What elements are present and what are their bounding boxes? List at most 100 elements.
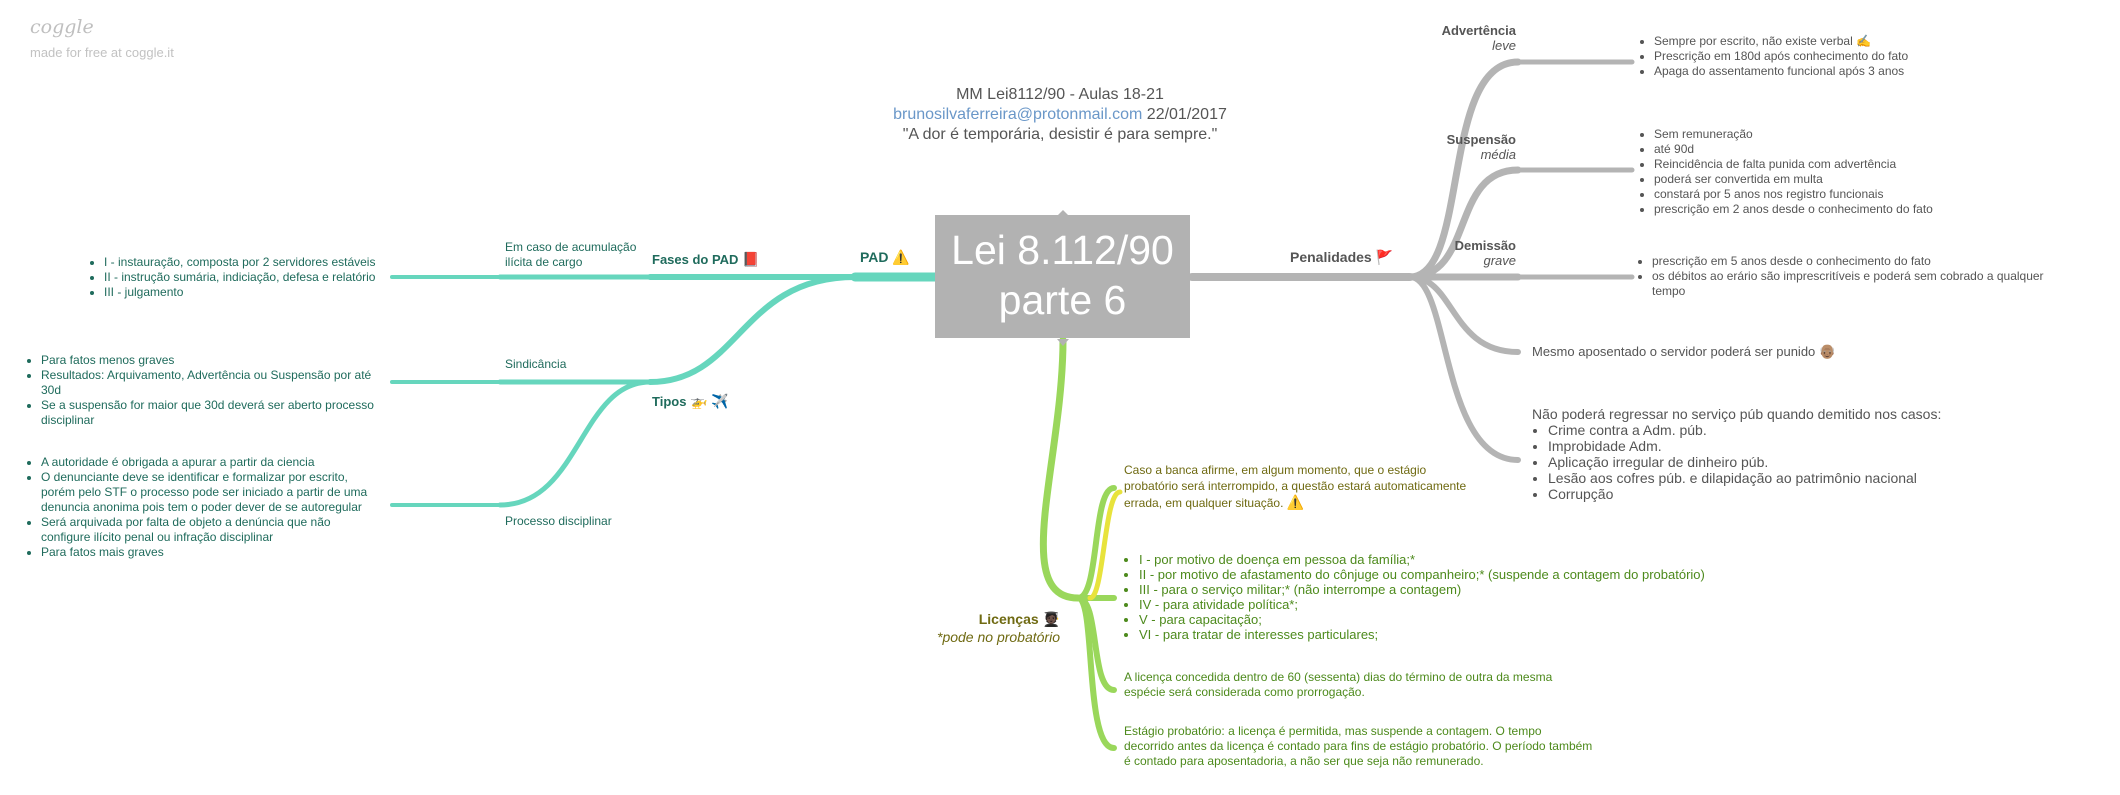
header-email-link[interactable]: brunosilvaferreira@protonmail.com xyxy=(893,106,1143,123)
suspensao-node[interactable]: Suspensão média xyxy=(1420,132,1516,162)
estagio-node[interactable]: Estágio probatório: a licença é permitid… xyxy=(1124,724,1593,768)
list-item: Será arquivada por falta de objeto a den… xyxy=(41,515,382,545)
central-top-arrow xyxy=(1057,210,1069,216)
tipos-label: Tipos xyxy=(652,394,687,409)
advertencia-label: Advertência xyxy=(1441,23,1516,38)
link-pad-tipos xyxy=(647,274,858,385)
processo-node[interactable]: Processo disciplinar xyxy=(505,514,612,528)
list-item: III - para o serviço militar;* (não inte… xyxy=(1139,582,1725,597)
link-tipos-processo xyxy=(497,379,653,508)
regressar-title: Não poderá regressar no serviço púb quan… xyxy=(1532,406,1942,422)
red-flag-icon: 🚩 xyxy=(1375,249,1394,265)
aposentado-node[interactable]: Mesmo aposentado o servidor poderá ser p… xyxy=(1532,343,1837,360)
fases-label: Fases do PAD xyxy=(652,252,739,267)
banca-text: Caso a banca afirme, em algum momento, q… xyxy=(1124,463,1467,510)
advertencia-sub: leve xyxy=(1492,38,1516,53)
tipos-node[interactable]: Tipos 🚁 ✈️ xyxy=(652,393,729,410)
list-item: Se a suspensão for maior que 30d deverá … xyxy=(41,398,382,428)
list-item: VI - para tratar de interesses particula… xyxy=(1139,627,1725,642)
demissao-label: Demissão xyxy=(1454,238,1516,253)
list-item: Improbidade Adm. xyxy=(1548,438,2002,454)
list-item: I - por motivo de doença em pessoa da fa… xyxy=(1139,552,1725,567)
demissao-sub: grave xyxy=(1483,253,1516,268)
suspensao-sub: média xyxy=(1480,147,1516,162)
graduate-icon: 🧑🏿‍🎓 xyxy=(1042,611,1060,627)
header-title: MM Lei8112/90 - Aulas 18-21 xyxy=(956,86,1164,103)
prorrogacao-node[interactable]: A licença concedida dentro de 60 (sessen… xyxy=(1124,670,1553,699)
penalidades-label: Penalidades xyxy=(1290,249,1372,265)
list-item: os débitos ao erário são imprescritíveis… xyxy=(1652,269,2058,299)
advertencia-list: Sempre por escrito, não existe verbal ✍️… xyxy=(1640,34,1910,79)
demissao-node[interactable]: Demissão grave xyxy=(1420,238,1516,268)
list-item: II - por motivo de afastamento do cônjug… xyxy=(1139,567,1725,582)
suspensao-label: Suspensão xyxy=(1446,132,1516,147)
link-pen-suspensao xyxy=(1406,166,1522,281)
red-book-icon: 📕 xyxy=(742,251,760,267)
sindicancia-items[interactable]: Para fatos menos gravesResultados: Arqui… xyxy=(27,353,382,428)
header-quote: "A dor é temporária, desistir é para sem… xyxy=(902,126,1218,143)
processo-list: A autoridade é obrigada a apurar a parti… xyxy=(27,455,382,560)
sindicancia-node[interactable]: Sindicância xyxy=(505,357,567,371)
list-item: Aplicação irregular de dinheiro púb. xyxy=(1548,454,2002,470)
warning-icon-banca: ⚠️ xyxy=(1286,494,1305,510)
penalidades-node[interactable]: Penalidades 🚩 xyxy=(1290,250,1393,265)
older-man-icon: 👴🏽 xyxy=(1818,343,1837,359)
link-banca-accent xyxy=(1087,489,1123,601)
list-item: Para fatos mais graves xyxy=(41,545,382,560)
licencas-node[interactable]: Licenças 🧑🏿‍🎓 *pode no probatório xyxy=(920,610,1060,646)
fases-list: I - instauração, composta por 2 servidor… xyxy=(90,255,390,300)
advertencia-items[interactable]: Sempre por escrito, não existe verbal ✍️… xyxy=(1640,34,1910,79)
licencas-items[interactable]: I - por motivo de doença em pessoa da fa… xyxy=(1125,552,1725,642)
sindicancia-list: Para fatos menos gravesResultados: Arqui… xyxy=(27,353,382,428)
regressar-list: Crime contra a Adm. púb.Improbidade Adm.… xyxy=(1532,422,2002,502)
list-item: I - instauração, composta por 2 servidor… xyxy=(104,255,390,270)
header-email-line: brunosilvaferreira@protonmail.com 22/01/… xyxy=(760,105,1360,125)
suspensao-list: Sem remuneraçãoaté 90dReincidência de fa… xyxy=(1640,127,1970,217)
list-item: II - instrução sumária, indiciação, defe… xyxy=(104,270,390,285)
advertencia-node[interactable]: Advertência leve xyxy=(1420,23,1516,53)
fases-node[interactable]: Fases do PAD 📕 xyxy=(652,251,760,268)
suspensao-items[interactable]: Sem remuneraçãoaté 90dReincidência de fa… xyxy=(1640,127,1970,217)
helicopter-airplane-icon: 🚁 ✈️ xyxy=(690,393,729,409)
link-pen-regressar xyxy=(1407,274,1521,463)
licencas-list: I - por motivo de doença em pessoa da fa… xyxy=(1125,552,1725,642)
list-item: A autoridade é obrigada a apurar a parti… xyxy=(41,455,382,470)
central-line2: parte 6 xyxy=(998,277,1127,323)
processo-items[interactable]: A autoridade é obrigada a apurar a parti… xyxy=(27,455,382,560)
list-item: Sempre por escrito, não existe verbal ✍️ xyxy=(1654,34,1910,49)
list-item: III - julgamento xyxy=(104,285,390,300)
regressar-node[interactable]: Não poderá regressar no serviço púb quan… xyxy=(1532,406,2002,502)
header-block: MM Lei8112/90 - Aulas 18-21 brunosilvafe… xyxy=(760,85,1360,145)
list-item: Reincidência de falta punida com advertê… xyxy=(1654,157,1970,172)
pad-node[interactable]: PAD ⚠️ xyxy=(860,250,910,265)
list-item: Para fatos menos graves xyxy=(41,353,382,368)
link-lic-estagio xyxy=(1075,595,1117,751)
licencas-label: Licenças xyxy=(978,611,1039,627)
demissao-items[interactable]: prescrição em 5 anos desde o conheciment… xyxy=(1638,254,2058,299)
coggle-logo[interactable]: coggle xyxy=(30,16,94,38)
list-item: constará por 5 anos nos registro funcion… xyxy=(1654,187,1970,202)
link-pen-aposentado xyxy=(1407,274,1521,355)
aposentado-text: Mesmo aposentado o servidor poderá ser p… xyxy=(1532,344,1816,359)
list-item: Prescrição em 180d após conhecimento do … xyxy=(1654,49,1910,64)
link-pen-advertencia xyxy=(1406,58,1522,281)
licencas-title: Licenças 🧑🏿‍🎓 xyxy=(920,610,1060,628)
fases-items[interactable]: I - instauração, composta por 2 servidor… xyxy=(90,255,390,300)
banca-node[interactable]: Caso a banca afirme, em algum momento, q… xyxy=(1124,462,1469,511)
list-item: V - para capacitação; xyxy=(1139,612,1725,627)
pad-label: PAD xyxy=(860,249,889,265)
central-node[interactable]: Lei 8.112/90 parte 6 xyxy=(935,215,1190,338)
list-item: poderá ser convertida em multa xyxy=(1654,172,1970,187)
demissao-list: prescrição em 5 anos desde o conheciment… xyxy=(1638,254,2058,299)
central-bottom-arrow xyxy=(1057,339,1069,346)
list-item: Resultados: Arquivamento, Advertência ou… xyxy=(41,368,382,398)
list-item: Apaga do assentamento funcional após 3 a… xyxy=(1654,64,1910,79)
coggle-tagline[interactable]: made for free at coggle.it xyxy=(30,45,174,60)
list-item: Crime contra a Adm. púb. xyxy=(1548,422,2002,438)
fases-note[interactable]: Em caso de acumulação ilícita de cargo xyxy=(505,240,637,269)
link-lic-banca xyxy=(1075,485,1117,601)
list-item: O denunciante deve se identificar e form… xyxy=(41,470,382,515)
link-central-licencas xyxy=(1039,336,1082,602)
list-item: prescrição em 5 anos desde o conheciment… xyxy=(1652,254,2058,269)
